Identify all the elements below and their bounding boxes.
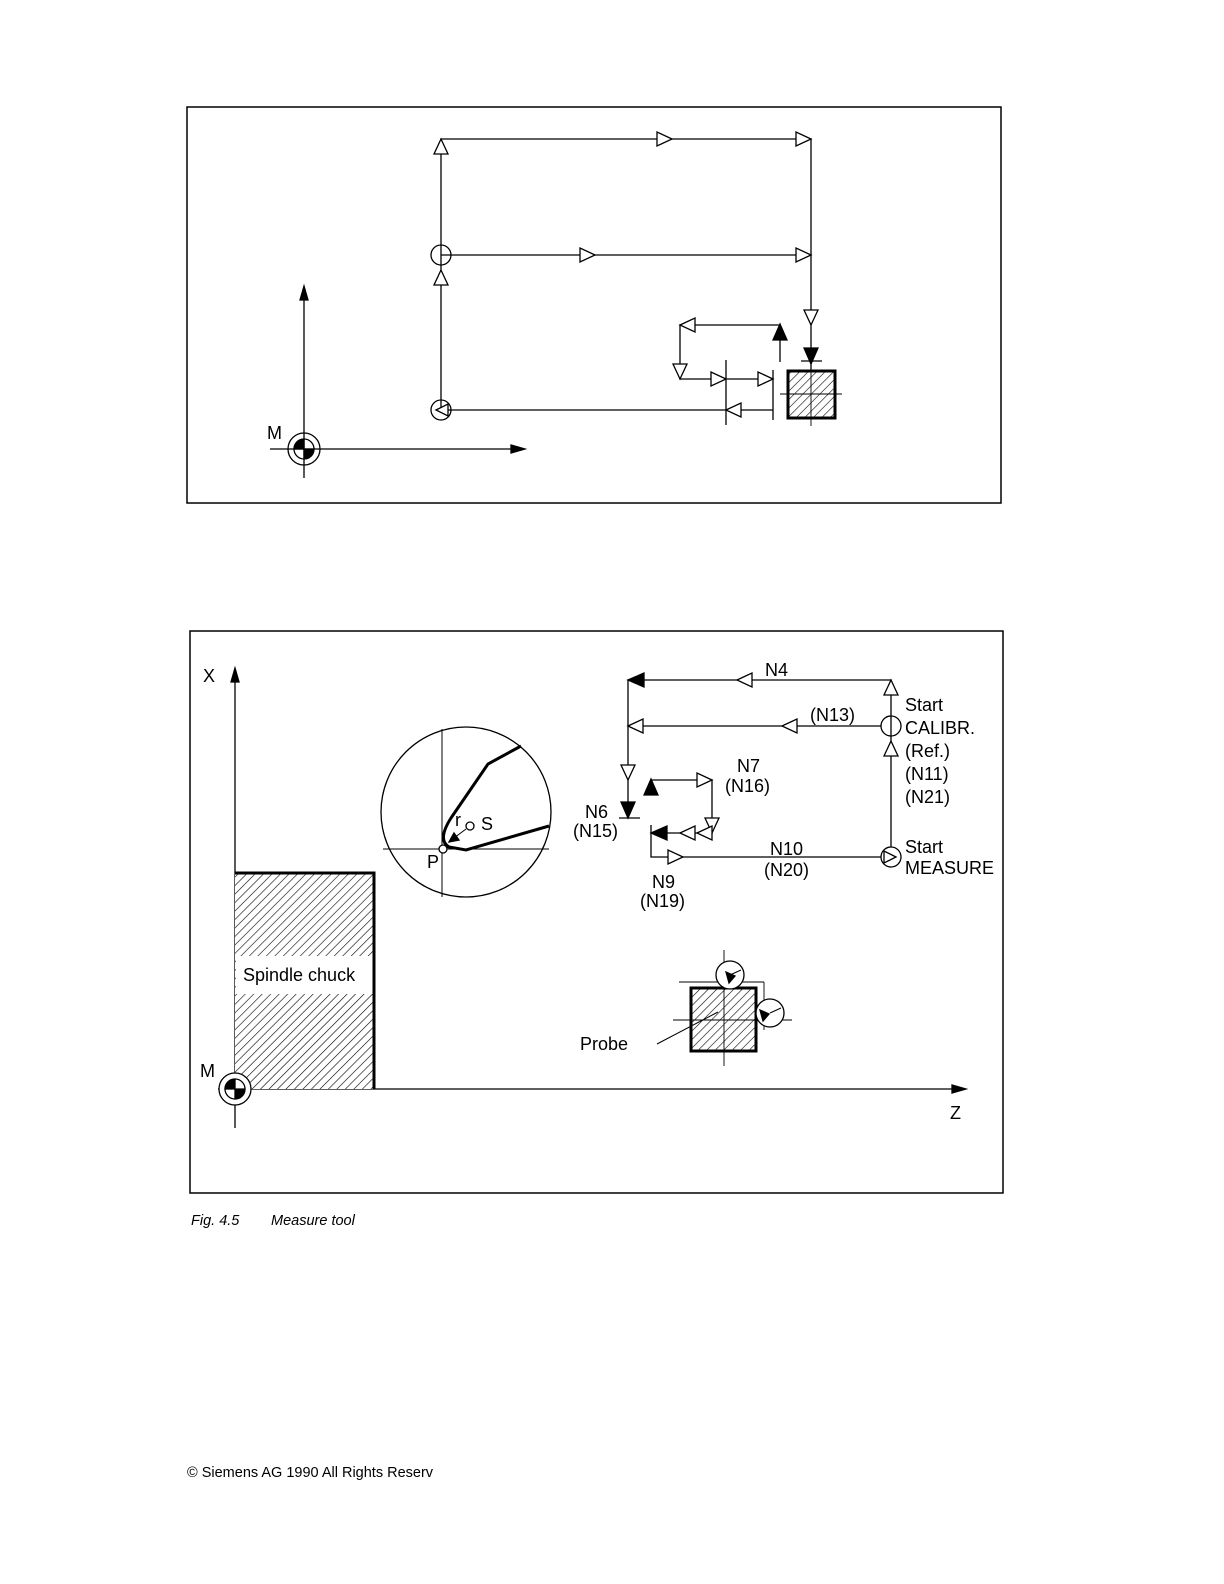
figure-number: Fig. 4.5 <box>191 1213 271 1229</box>
footer: © Siemens AG 1990 All Rights Reserv <box>187 1465 433 1481</box>
arrow-up-1 <box>884 680 898 695</box>
copyright-icon: © <box>187 1465 198 1481</box>
arrow-left-n13-b <box>628 719 643 733</box>
cutter-center-label: S <box>481 814 493 834</box>
z-axis-label: Z <box>950 1103 961 1123</box>
arrow-solid-up-n7 <box>644 779 658 795</box>
top-arrow-down-2 <box>673 364 687 379</box>
arrow-solid-left-n4 <box>628 673 644 687</box>
arrow-right-n9 <box>668 850 683 864</box>
z-axis-arrowhead <box>952 1085 966 1093</box>
tool-tip-detail <box>381 727 551 897</box>
start-calibr-line-1: Start <box>905 695 943 715</box>
arrow-right-n7 <box>697 773 712 787</box>
path-label-n13: (N13) <box>810 705 855 725</box>
bottom-machine-zero-symbol <box>219 1073 251 1105</box>
start-measure-line-2: MEASURE <box>905 858 994 878</box>
arrow-left-n13-a <box>782 719 797 733</box>
start-calibr-line-5: (N21) <box>905 787 950 807</box>
top-arrow-right-2 <box>796 132 811 146</box>
bottom-figure <box>190 631 1003 1193</box>
probe-label: Probe <box>580 1034 628 1054</box>
path-label-n4: N4 <box>765 660 788 680</box>
x-axis-label: X <box>203 666 215 686</box>
arrow-up-2 <box>884 741 898 756</box>
arrow-left-n7-b <box>697 826 712 840</box>
path-label-n15: (N15) <box>573 821 618 841</box>
top-arrow-up-2 <box>434 270 448 285</box>
cutter-center-point <box>466 822 474 830</box>
path-label-n10: N10 <box>770 839 803 859</box>
path-detour <box>651 780 712 833</box>
path-label-n6: N6 <box>585 802 608 822</box>
top-arrow-left-1 <box>680 318 695 332</box>
top-path-outer <box>441 139 811 410</box>
path-label-n19: (N19) <box>640 891 685 911</box>
top-frame <box>187 107 1001 503</box>
top-arrow-right-5 <box>711 372 726 386</box>
probe <box>657 950 792 1066</box>
path-label-n7: N7 <box>737 756 760 776</box>
top-path-detour <box>680 325 780 379</box>
radius-label: r <box>455 810 461 830</box>
path-label-n20: (N20) <box>764 860 809 880</box>
top-arrow-solid-up <box>773 324 787 340</box>
x-axis-arrowhead <box>231 668 239 682</box>
top-z-axis-arrowhead <box>511 445 525 453</box>
figure-title: Measure tool <box>271 1213 355 1229</box>
top-figure <box>187 107 1001 503</box>
path-label-n16: (N16) <box>725 776 770 796</box>
start-calibr-line-2: CALIBR. <box>905 718 975 738</box>
tool-tip-point <box>439 845 447 853</box>
top-arrow-down-1 <box>804 310 818 325</box>
start-measure-line-1: Start <box>905 837 943 857</box>
copyright-text: Siemens AG 1990 All Rights Reserv <box>202 1465 433 1481</box>
top-arrow-up-1 <box>434 139 448 154</box>
top-probe <box>788 371 835 418</box>
top-x-axis-arrowhead <box>300 286 308 300</box>
top-arrow-right-3 <box>580 248 595 262</box>
arrow-solid-left-n9 <box>651 826 667 840</box>
arrow-down-n6 <box>621 765 635 780</box>
spindle-chuck-label: Spindle chuck <box>243 965 356 985</box>
start-calibr-line-4: (N11) <box>905 764 949 784</box>
top-arrow-right-4 <box>796 248 811 262</box>
path-label-n9: N9 <box>652 872 675 892</box>
top-arrow-right-1 <box>657 132 672 146</box>
arrow-left-n4 <box>737 673 752 687</box>
bottom-origin-label: M <box>200 1061 215 1081</box>
tool-tip-label: P <box>427 852 439 872</box>
top-origin-label: M <box>267 423 282 443</box>
arrow-solid-down-n6 <box>621 802 635 818</box>
start-calibr-line-3: (Ref.) <box>905 741 950 761</box>
arrow-left-n7-a <box>680 826 695 840</box>
top-arrow-right-6 <box>758 372 773 386</box>
top-arrow-left-2 <box>726 403 741 417</box>
